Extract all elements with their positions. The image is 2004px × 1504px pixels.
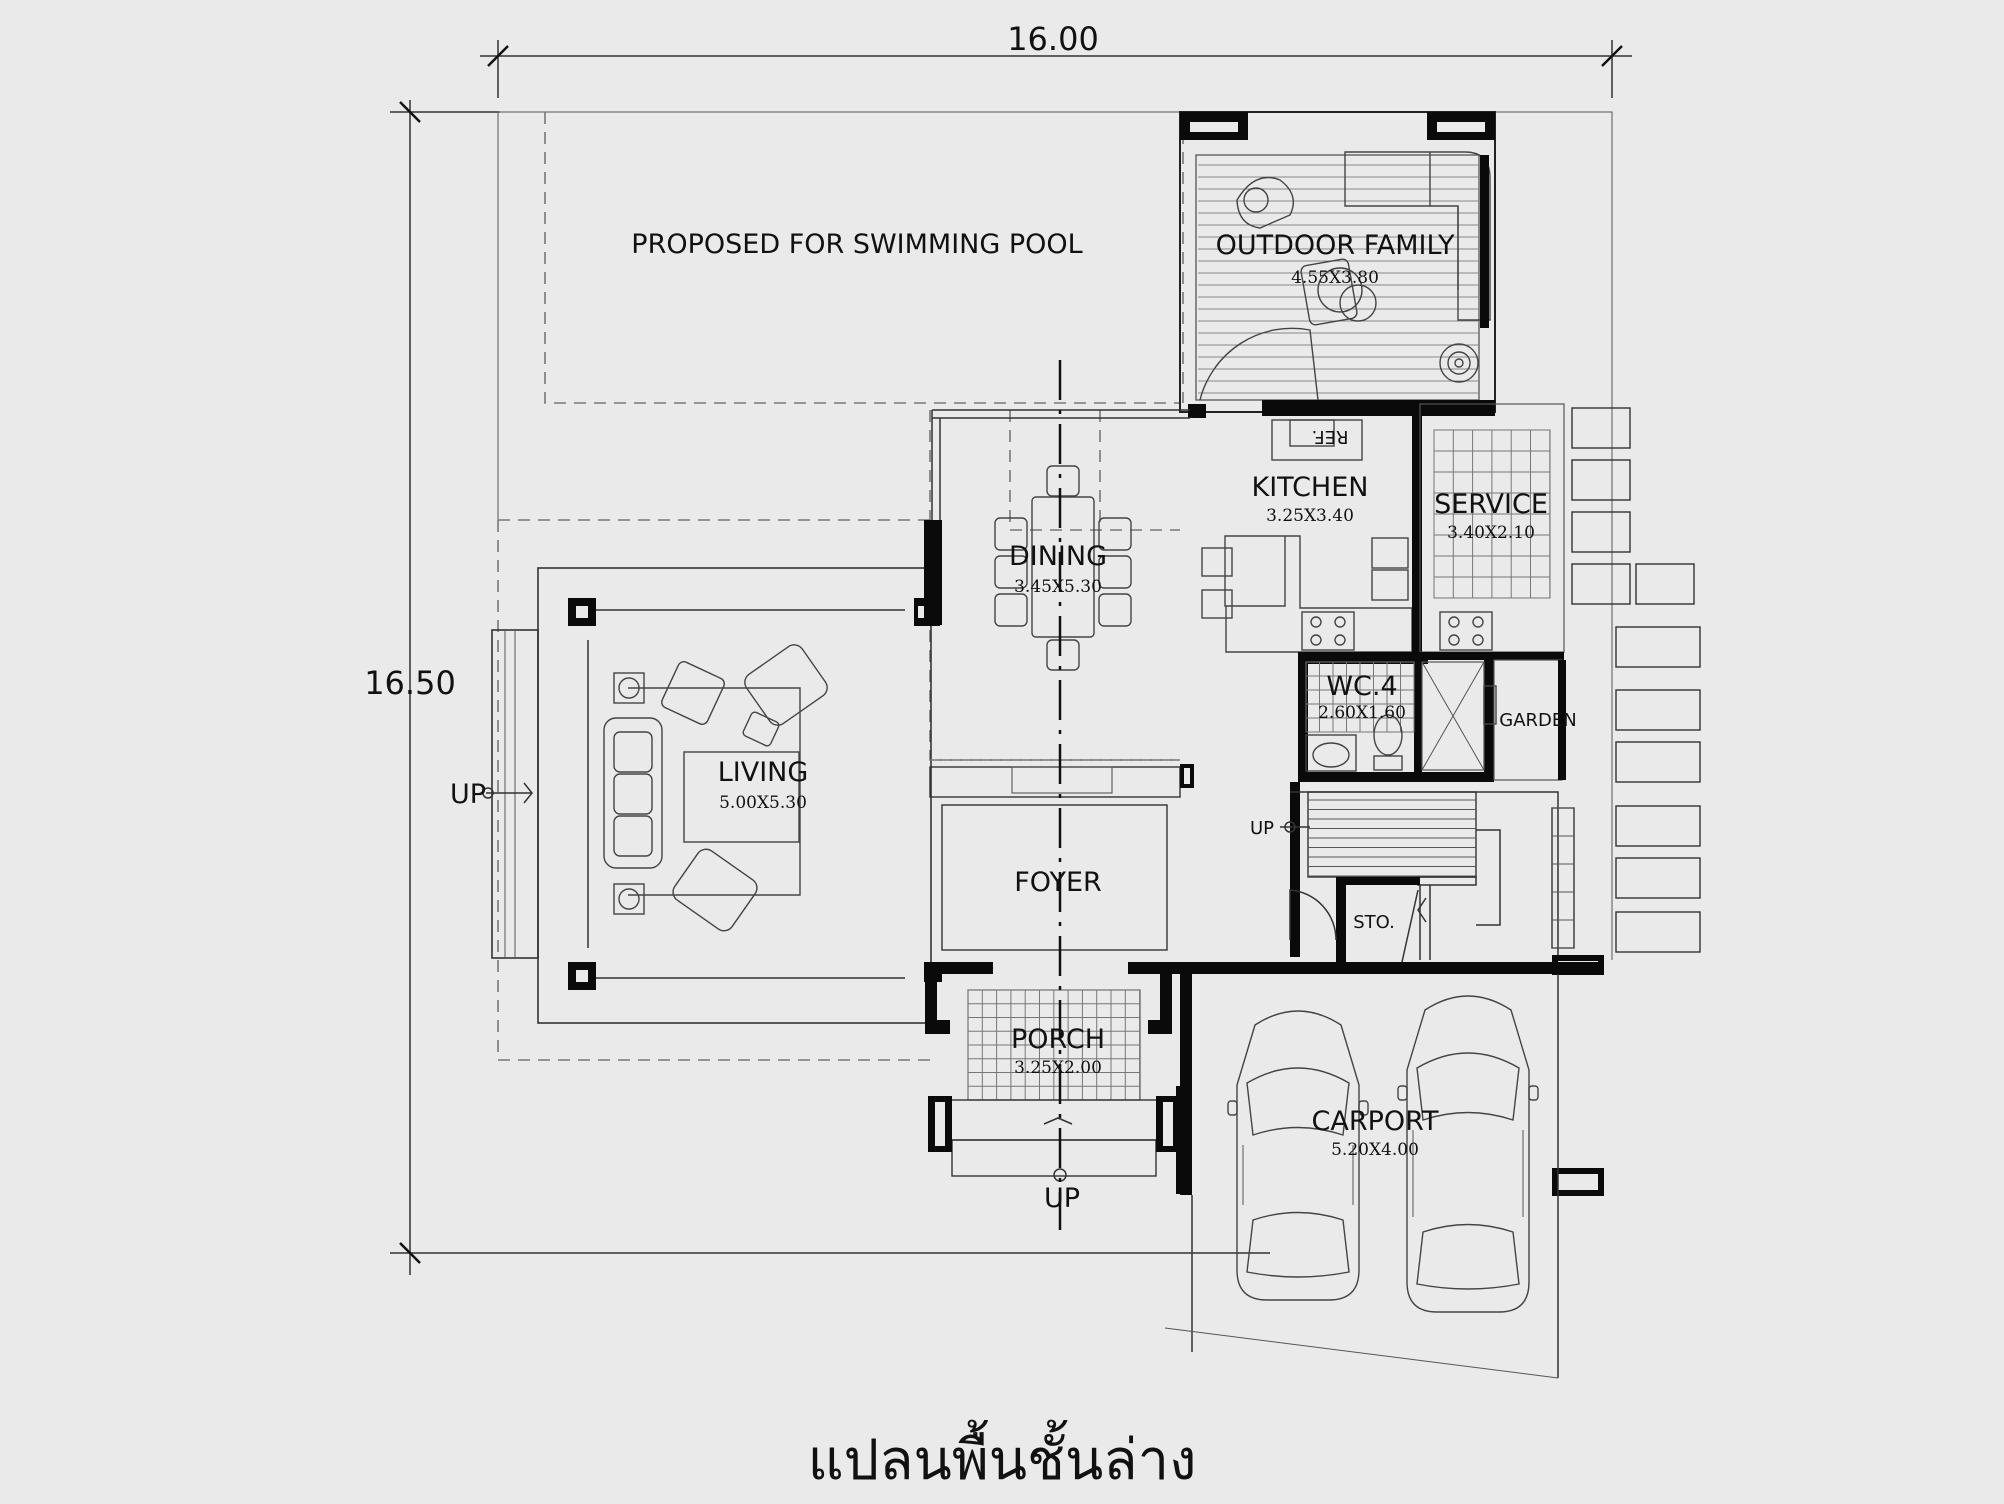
kitchen-area [1201, 412, 1428, 664]
living-room [491, 520, 942, 1024]
service-label: SERVICE [1434, 489, 1548, 520]
depth-dimension [390, 100, 1270, 1275]
storage-label: STO. [1353, 912, 1395, 933]
property-line [498, 111, 1613, 405]
front-wall [925, 962, 993, 974]
width-dimension [480, 40, 1632, 98]
carport-area [1164, 974, 1559, 1379]
carport-label: CARPORT [1312, 1106, 1439, 1137]
foyer-label: FOYER [1014, 867, 1102, 898]
pool-label: PROPOSED FOR SWIMMING POOL [631, 229, 1082, 260]
porch-size: 3.25X2.00 [1014, 1058, 1102, 1078]
side-up-arrow [482, 782, 533, 804]
stepping-stones [1571, 407, 1701, 953]
stair-up-label: UP [1250, 818, 1274, 839]
porch-area [925, 962, 1192, 1195]
garden-label: GARDEN [1499, 710, 1576, 731]
side-up-label: UP [450, 779, 486, 810]
outdoor-family-size: 4.55X3.80 [1291, 268, 1379, 288]
service-size: 3.40X2.10 [1447, 523, 1535, 543]
dining-label: DINING [1009, 541, 1107, 572]
plan-title: แปลนพื้นชั้นล่าง [807, 1428, 1197, 1493]
fridge-label: REF. [1311, 426, 1348, 447]
carport-size: 5.20X4.00 [1331, 1140, 1419, 1160]
outdoor-family-deck [1179, 111, 1496, 418]
porch-label: PORCH [1011, 1024, 1105, 1055]
dining-size: 3.45X5.30 [1014, 577, 1102, 597]
kitchen-label: KITCHEN [1252, 472, 1369, 503]
porch-up-label: UP [1044, 1183, 1080, 1214]
wc-area [1298, 652, 1566, 782]
wc-label: WC.4 [1326, 671, 1397, 702]
width-dimension-label: 16.00 [1007, 20, 1099, 58]
living-label: LIVING [718, 757, 809, 788]
living-size: 5.00X5.30 [719, 793, 807, 813]
outdoor-family-label: OUTDOOR FAMILY [1216, 230, 1455, 261]
depth-dimension-label: 16.50 [364, 664, 456, 702]
pool-boundary [544, 112, 1180, 404]
foyer-area [929, 759, 1194, 951]
kitchen-size: 3.25X3.40 [1266, 506, 1354, 526]
wc-size: 2.60X1.60 [1318, 703, 1406, 723]
